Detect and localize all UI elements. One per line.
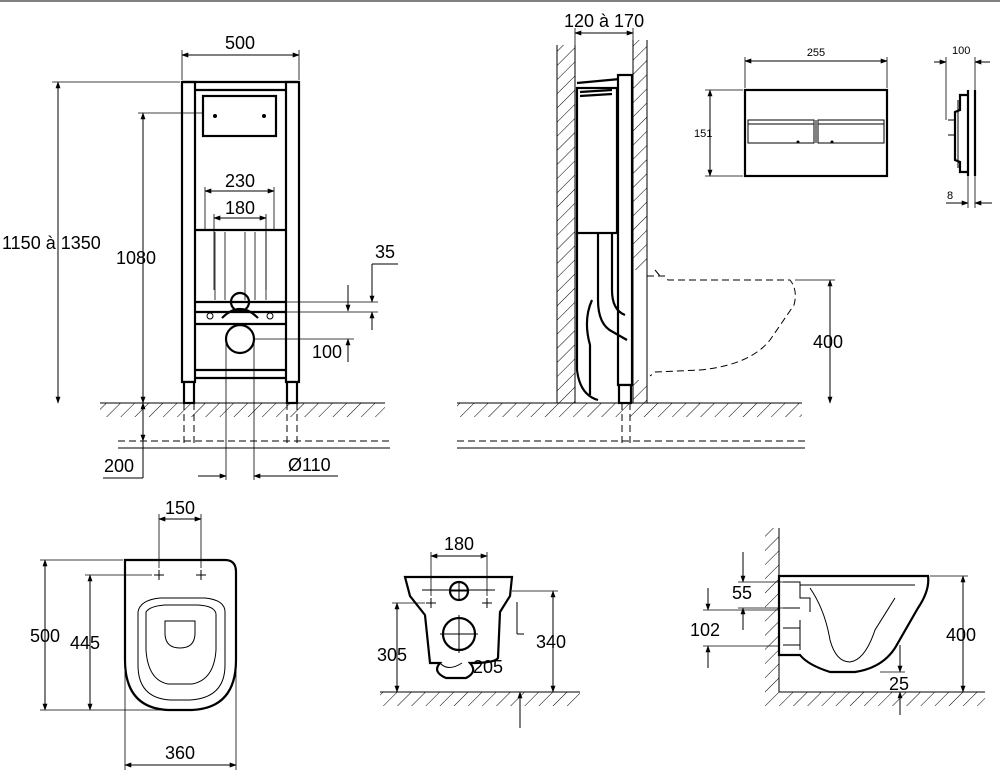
dim-depth-range: 120 à 170 [564,11,644,31]
dim-200: 200 [104,456,134,476]
dim-100: 100 [312,342,342,362]
wall-hatch [557,45,575,403]
dim-side-55: 55 [732,583,752,603]
dim-bolt-spacing: 150 [165,498,195,518]
dim-frame-height-range: 1150 à 1350 [2,233,101,253]
dim-frame-width: 500 [225,33,255,53]
dim-side-102: 102 [690,620,720,640]
dim-height-400: 400 [813,332,843,352]
dim-side-25: 25 [889,674,909,694]
dim-width-230: 230 [225,171,255,191]
dim-width-180: 180 [225,198,255,218]
waste-pipe [224,323,256,355]
dim-back-205: 205 [473,657,503,677]
frame-right-post [284,80,301,384]
dim-plate-thickness: 8 [947,190,953,202]
dim-35: 35 [375,242,395,262]
frame-left-post [180,80,197,384]
flush-plate-view: 255 151 [694,47,889,178]
frame-side-view: 120 à 170 400 [457,11,843,449]
cistern [575,86,619,235]
flush-plate [743,88,889,178]
ground-hatch [100,403,385,417]
dim-back-height-340: 340 [536,632,566,652]
dim-plate-height: 151 [694,128,712,140]
dim-back-bolt-spacing: 180 [444,534,474,554]
water-inlet [229,291,251,313]
bowl-side-outline [777,574,930,674]
dim-back-height-305: 305 [377,645,407,665]
dim-bowl-length: 500 [30,626,60,646]
dim-bowl-width: 360 [165,743,195,763]
bowl-back-outline [403,575,514,680]
frame-front-view: 500 1150 à 1350 1080 230 180 35 100 [2,33,398,480]
dim-pipe-110: Ø110 [288,455,331,475]
bowl-back-view: 180 305 340 205 [377,534,580,728]
dim-plate-depth: 100 [952,45,970,57]
dim-bowl-length-445: 445 [70,633,100,653]
toilet-outline-dashed [647,275,796,377]
dim-side-400: 400 [946,625,976,645]
bowl-top-view: 150 500 445 360 [30,498,238,770]
flush-plate-side: 100 8 [934,45,992,208]
bowl-outline [123,558,238,712]
dim-plate-width: 255 [807,47,825,59]
dim-frame-height-1080: 1080 [116,248,156,268]
flush-opening [201,94,278,138]
bowl-side-view: 55 102 400 25 [690,528,985,715]
